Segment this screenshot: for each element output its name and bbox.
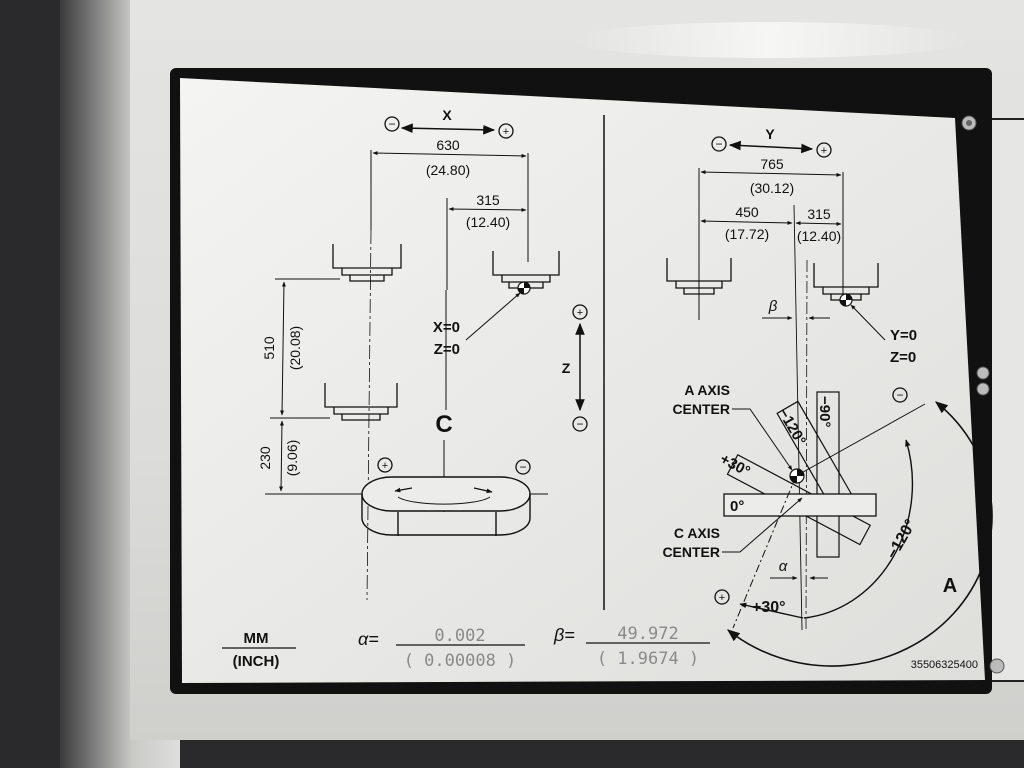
c-axis-center-label: C AXIS (674, 525, 720, 541)
a-rotation-arcs (727, 401, 993, 667)
plus-circle-icon (714, 589, 730, 605)
svg-text:(12.40): (12.40) (797, 228, 841, 244)
svg-text:β=: β= (553, 625, 575, 645)
beta-mm-value: 49.972 (617, 624, 678, 644)
y-axis-indicator: − + Y (711, 126, 832, 158)
plus-circle-icon (572, 304, 588, 320)
svg-text:−90°: −90° (816, 396, 833, 427)
beta-inch-value: ( 1.9674 ) (597, 649, 699, 669)
svg-text:(24.80): (24.80) (426, 162, 470, 178)
minus-circle-icon (711, 136, 727, 152)
alpha-mm-value: 0.002 (434, 626, 485, 646)
table-position-0: 0° (723, 493, 877, 517)
svg-text:(9.06): (9.06) (284, 440, 300, 477)
home-z-label: Z=0 (890, 349, 916, 366)
x-axis-label: X (442, 107, 452, 123)
z-axis-indicator: + − Z (562, 304, 588, 432)
dimension-450: 450 (17.72) (700, 204, 793, 242)
dimension-315-x: 315 (12.40) (446, 192, 527, 290)
home-leader (850, 304, 886, 341)
y-axis-label: Y (765, 126, 775, 142)
svg-text:(20.08): (20.08) (287, 326, 303, 370)
rotary-table (361, 476, 531, 536)
svg-text:450: 450 (735, 204, 759, 220)
home-y-label: Y=0 (890, 327, 917, 344)
plus-circle-icon (377, 457, 393, 473)
svg-text:315: 315 (807, 206, 831, 222)
dimension-765: 765 (30.12) (698, 156, 844, 320)
svg-text:510: 510 (261, 336, 277, 360)
svg-text:315: 315 (476, 192, 500, 208)
svg-text:−: − (519, 460, 526, 474)
home-z-label: Z=0 (434, 341, 460, 358)
svg-text:−: − (715, 137, 722, 151)
minus-circle-icon (384, 116, 400, 132)
beta-value-field: β= 49.972 ( 1.9674 ) (553, 624, 710, 669)
screw-icon (976, 366, 990, 380)
home-marker-icon (517, 281, 531, 295)
svg-text:−: − (896, 388, 903, 402)
a-rotation-indicator: − + (714, 387, 908, 605)
svg-text:−: − (388, 117, 395, 131)
spindle-head-left (666, 258, 732, 295)
alpha-symbol: α (779, 558, 788, 575)
spindle-centerline (366, 229, 372, 601)
dimension-510: 510 (20.08) (261, 278, 340, 419)
svg-text:+: + (719, 592, 725, 604)
svg-text:−: − (576, 417, 583, 431)
home-leader (465, 292, 521, 341)
minus-circle-icon (515, 459, 531, 475)
alpha-value-field: α= 0.002 ( 0.00008 ) (358, 626, 525, 671)
arc-plus30-label: +30° (752, 599, 786, 616)
svg-text:+: + (577, 307, 583, 319)
screw-icon (961, 115, 977, 131)
svg-text:(12.40): (12.40) (466, 214, 510, 230)
z-axis-label: Z (562, 360, 571, 376)
screw-icon (976, 382, 990, 396)
c-axis-center-label: CENTER (662, 544, 720, 560)
spindle-head-bottom (324, 383, 398, 421)
minus-circle-icon (572, 416, 588, 432)
c-rotation-indicator: + − (377, 457, 531, 475)
c-axis-label: C (435, 411, 452, 438)
beta-symbol: β (768, 298, 778, 315)
a-axis-center-label: A AXIS (684, 382, 730, 398)
dimension-630: 630 (24.80) (370, 137, 529, 262)
dimension-315-y: 315 (12.40) (795, 206, 842, 244)
svg-text:(INCH): (INCH) (233, 653, 280, 670)
svg-text:+: + (821, 145, 827, 157)
plus-circle-icon (816, 142, 832, 158)
svg-text:α=: α= (358, 629, 379, 649)
svg-text:765: 765 (760, 156, 784, 172)
svg-text:230: 230 (257, 446, 273, 470)
svg-text:0°: 0° (730, 498, 744, 515)
x-axis-indicator: − + X (384, 107, 514, 139)
minus-circle-icon (892, 387, 908, 403)
svg-text:630: 630 (436, 137, 460, 153)
svg-text:+: + (503, 126, 509, 138)
units-legend: MM (INCH) (222, 630, 296, 670)
a-axis-label: A (943, 575, 957, 597)
svg-text:(30.12): (30.12) (750, 180, 794, 196)
svg-text:+: + (382, 460, 388, 472)
svg-text:(17.72): (17.72) (725, 226, 769, 242)
a-axis-center-marker (789, 468, 805, 484)
plus-circle-icon (498, 123, 514, 139)
part-number: 35506325400 (911, 659, 978, 671)
alpha-inch-value: ( 0.00008 ) (404, 651, 517, 671)
light-glare (570, 22, 970, 58)
svg-text:MM: MM (244, 630, 269, 647)
home-marker-icon (839, 293, 853, 307)
screw-icon (989, 658, 1005, 674)
a-axis-center-label: CENTER (672, 401, 730, 417)
beta-offset: β (762, 298, 830, 320)
spindle-head-top (332, 244, 402, 282)
